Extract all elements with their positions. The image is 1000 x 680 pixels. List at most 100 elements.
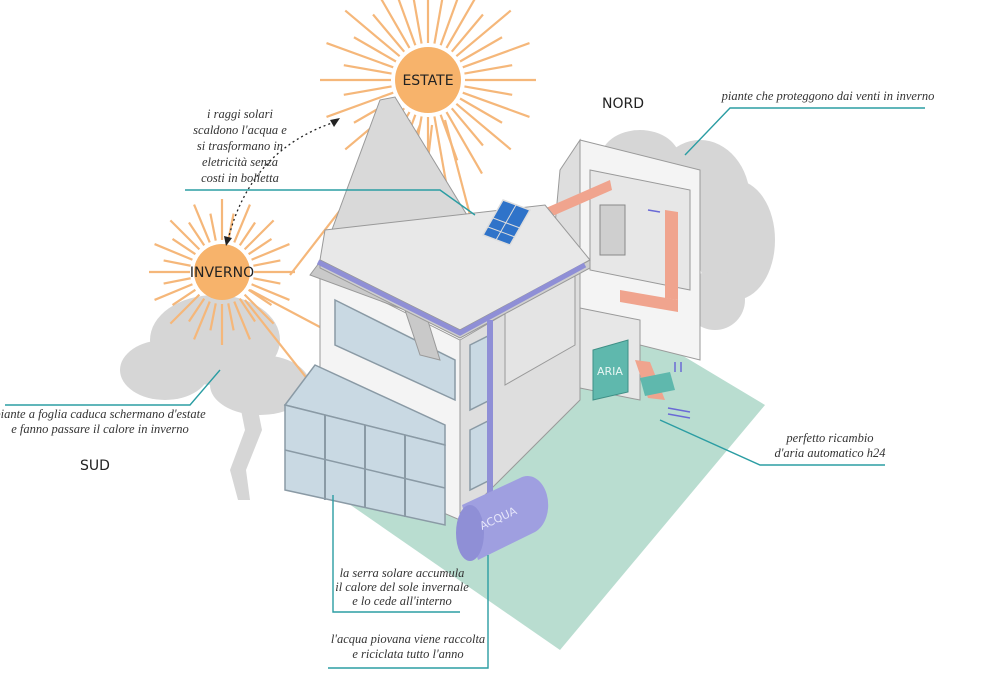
annotation-greenhouse: la serra solare accumula il calore del s… (335, 566, 469, 608)
sun-ray (445, 111, 483, 175)
leader-rainwater (328, 555, 489, 669)
sun-ray (462, 91, 530, 118)
sun-ray (233, 204, 251, 243)
sun-ray (343, 64, 392, 75)
shower (599, 204, 626, 256)
annotation-line: e riciclata tutto l'anno (352, 647, 463, 661)
annotation-line: e lo cede all'interno (352, 594, 452, 608)
sun-ray (154, 243, 193, 261)
sun-ray (171, 238, 197, 256)
sun-ray (171, 288, 197, 306)
sun-ray (397, 0, 417, 46)
annotation-south-trees: piante a foglia caduca schermano d'estat… (0, 407, 206, 436)
sun-ray (439, 0, 459, 46)
sun-ray (209, 213, 217, 241)
annotation-line: perfetto ricambio (785, 431, 873, 445)
sun-ray (163, 277, 191, 285)
sun-ray (412, 0, 423, 44)
sun-ray (251, 283, 290, 301)
sun-ray (353, 36, 397, 63)
sun-ray (188, 221, 206, 247)
arrow-down-icon (224, 236, 232, 246)
leader-ventilation (659, 419, 885, 466)
winter-sun: INVERNO (149, 199, 295, 345)
sun-ray (193, 204, 211, 243)
sun-ray (459, 97, 503, 124)
north-label: NORD (602, 96, 644, 112)
annotation-line: la serra solare accumula (340, 566, 465, 580)
annotation-line: costi in bolletta (201, 171, 279, 185)
duct-vertical (665, 210, 678, 300)
sun-ray (233, 301, 251, 340)
annotation-line: i raggi solari (207, 107, 274, 121)
sun-ray (344, 9, 401, 58)
sun-ray (243, 293, 275, 325)
solar-greenhouse (283, 364, 446, 526)
annotation-line: eletricità senza (202, 155, 278, 169)
sun-ray (450, 107, 484, 147)
sun-ray (459, 36, 503, 63)
sun-ray (455, 102, 512, 151)
roof-edge (319, 259, 591, 339)
sun-ray (464, 85, 513, 96)
annotation-line: il calore del sole invernale (335, 580, 469, 594)
sun-ray (227, 303, 235, 331)
sun-ray (251, 243, 290, 261)
sun-ray (169, 219, 201, 251)
sun-ray (450, 13, 484, 53)
annotation-line: piante a foglia caduca schermano d'estat… (0, 407, 206, 421)
solar-panel (481, 199, 532, 246)
sun-ray (193, 301, 211, 340)
air-unit-label: ARIA (597, 365, 623, 378)
sun-label: INVERNO (190, 265, 254, 281)
air-unit: ARIA (592, 339, 629, 401)
sun-ray (253, 259, 281, 267)
rain-gutter (316, 259, 587, 336)
sun-ray (238, 221, 256, 247)
sun-ray (455, 9, 512, 58)
sun-label: ESTATE (402, 73, 453, 89)
sun-ray (238, 297, 256, 323)
sun-disc (395, 47, 461, 113)
annotation-line: scaldono l'acqua e (193, 123, 287, 137)
sun-ray (154, 283, 193, 301)
arrow-up-icon (330, 118, 340, 127)
sun-ray (433, 0, 444, 44)
sun-ray (380, 0, 411, 49)
sun-ray (188, 297, 206, 323)
sun-ray (243, 219, 275, 251)
duct-horizontal (620, 290, 678, 312)
annotation-line: e fanno passare il calore in inverno (11, 422, 189, 436)
annotation-line: si trasformano in (197, 139, 283, 153)
annotation-solar: i raggi solari scaldono l'acqua e si tra… (193, 107, 287, 185)
sun-ray (253, 277, 281, 285)
water-tank: ACQUA (456, 476, 549, 561)
sun-ray (372, 13, 406, 53)
sun-ray (433, 116, 448, 187)
airflow-arrows (647, 209, 691, 419)
sun-ray (326, 91, 394, 118)
sun-ray (227, 213, 235, 241)
south-tree (120, 295, 310, 500)
sun-ray (326, 42, 394, 69)
sun-ray (209, 303, 217, 331)
annotation-rainwater: l'acqua piovana viene raccolta e ricicla… (331, 632, 485, 661)
annotation-north-trees: piante che proteggono dai venti in inver… (721, 89, 935, 103)
sun-ray (163, 259, 191, 267)
annotation-ventilation: perfetto ricambio d'aria automatico h24 (774, 431, 885, 460)
annotation-line: piante che proteggono dai venti in inver… (721, 89, 935, 103)
sun-ray (462, 42, 530, 69)
annotation-line: l'acqua piovana viene raccolta (331, 632, 485, 646)
leader-greenhouse (332, 495, 460, 613)
leader-south-trees (5, 369, 221, 406)
south-label: SUD (80, 458, 110, 474)
sun-ray (464, 64, 513, 75)
sun-ray (247, 238, 273, 256)
air-exchanger (640, 372, 675, 396)
sun-ray (343, 85, 392, 96)
sun-disc (194, 244, 250, 300)
sun-path-arc (227, 121, 336, 241)
leader-north-trees (684, 107, 925, 156)
leader-solar (185, 189, 476, 216)
